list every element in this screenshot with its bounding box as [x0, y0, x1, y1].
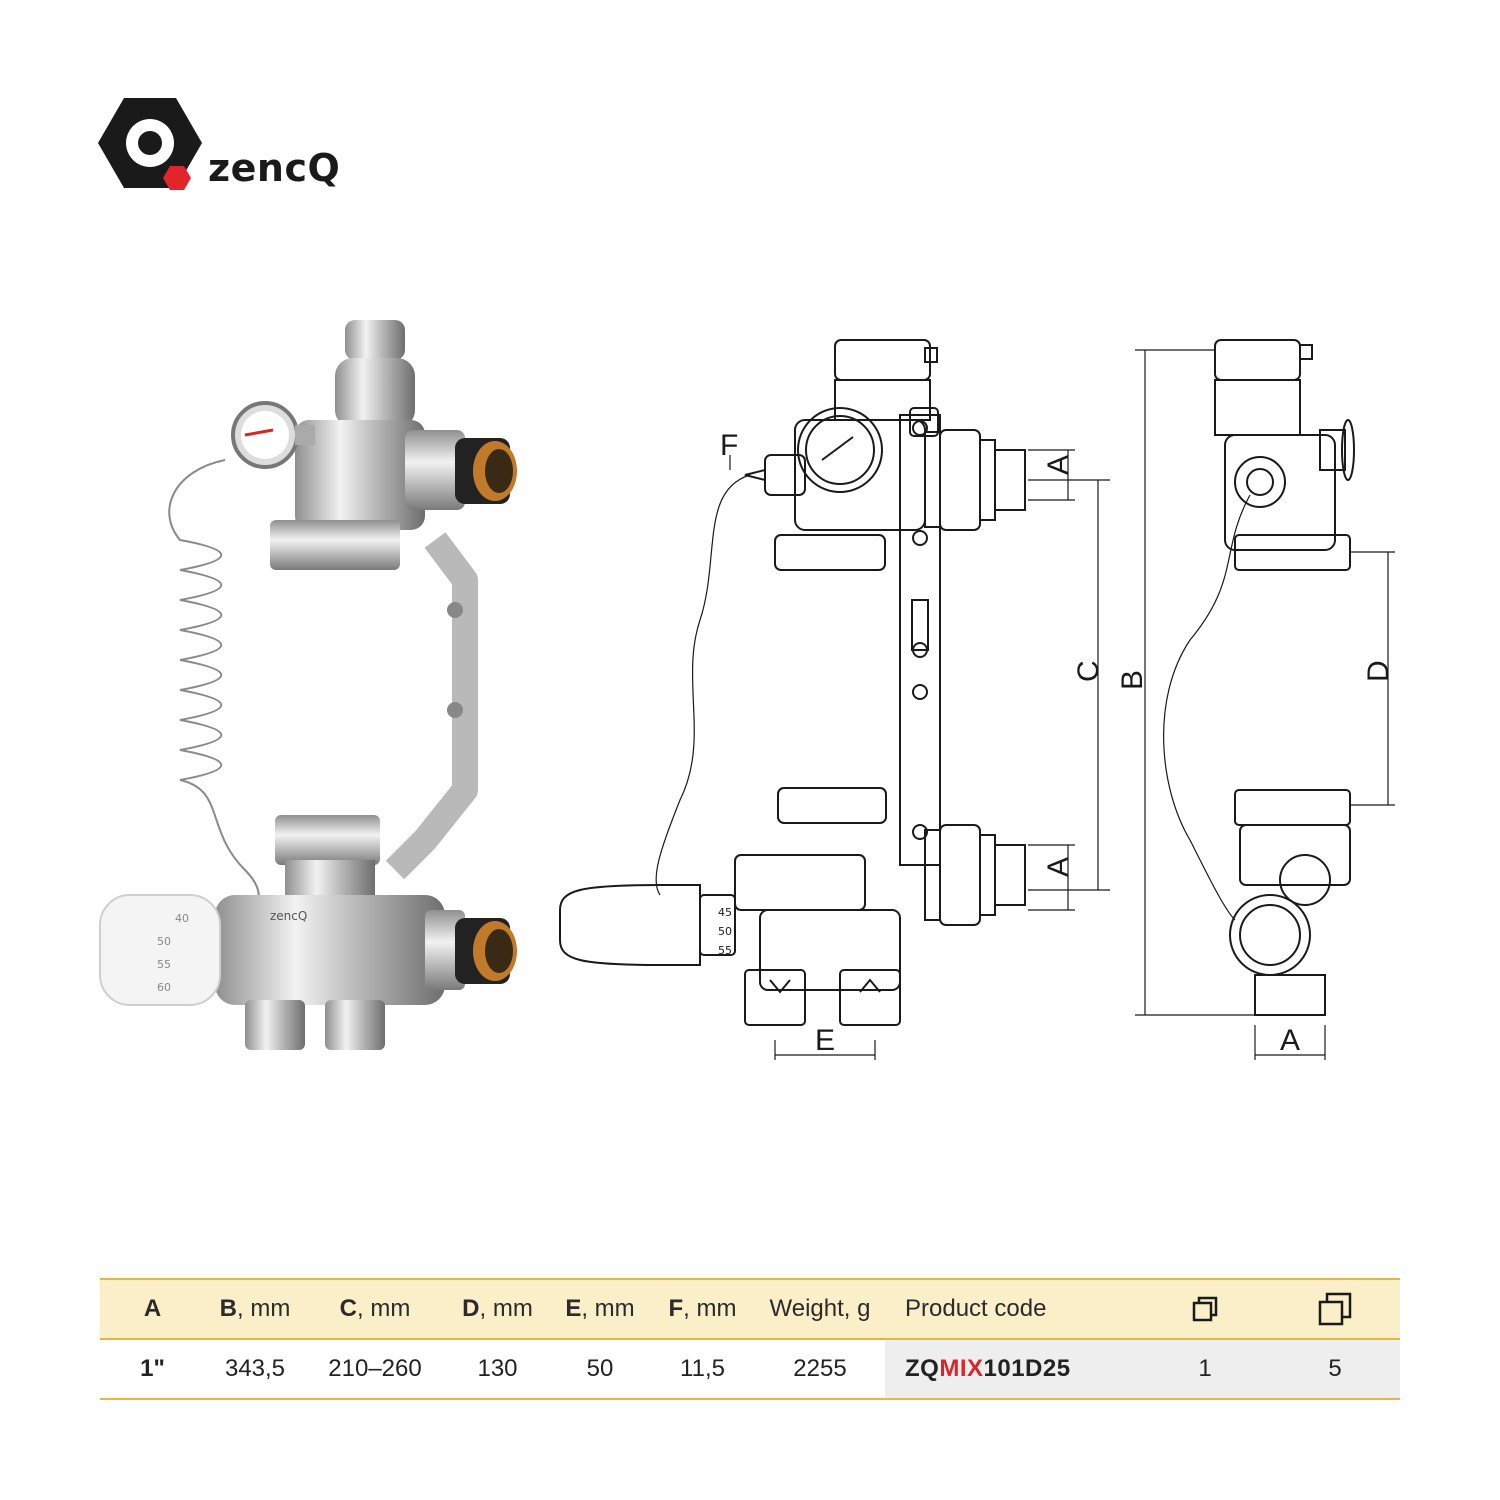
supply-port [325, 1000, 385, 1050]
technical-drawing-side: D A [1135, 339, 1395, 1060]
value-c: 210–260 [305, 1339, 445, 1400]
upper-valve-body [295, 420, 425, 530]
hexagon-q-logo-icon [98, 98, 202, 190]
air-vent-cap [345, 320, 405, 360]
capillary-coil [168, 459, 260, 931]
dim-label-a-bottom: A [1042, 857, 1075, 877]
header-pack-multi [1270, 1278, 1400, 1340]
single-package-icon [1192, 1296, 1218, 1322]
multi-package-icon [1318, 1292, 1352, 1326]
mixing-valve-body [215, 895, 445, 1005]
spec-table: A B, mm C, mm D, mm E, mm F, mm Weight, … [100, 1278, 1400, 1400]
brand-name: zencQ [208, 146, 341, 190]
header-product-code: Product code [885, 1278, 1140, 1340]
header-e: E, mm [550, 1278, 650, 1340]
value-d: 130 [445, 1339, 550, 1400]
scale-label: 40 [175, 912, 189, 925]
scale-label: 55 [157, 958, 171, 971]
spec-data-row: 1" 343,5 210–260 130 50 11,5 2255 ZQMIX1… [100, 1339, 1400, 1400]
scale-label: 50 [718, 925, 732, 938]
header-d: D, mm [445, 1278, 550, 1340]
dim-label-c: C [1072, 660, 1105, 682]
scale-label: 50 [157, 935, 171, 948]
value-pack-multi: 5 [1270, 1339, 1400, 1400]
header-f: F, mm [650, 1278, 755, 1340]
header-a: A [100, 1278, 205, 1340]
value-e: 50 [550, 1339, 650, 1400]
return-port [245, 1000, 305, 1050]
dim-label-e: E [815, 1024, 835, 1057]
header-weight: Weight, g [755, 1278, 885, 1340]
mounting-bracket [385, 532, 478, 880]
thermostatic-head [559, 884, 701, 966]
value-product-code: ZQMIX101D25 [885, 1339, 1140, 1400]
spec-header-row: A B, mm C, mm D, mm E, mm F, mm Weight, … [100, 1278, 1400, 1340]
scale-label: 55 [718, 944, 732, 957]
header-pack-single [1140, 1278, 1270, 1340]
value-a: 1" [100, 1339, 205, 1400]
dim-label-a-side: A [1280, 1024, 1300, 1057]
scale-label: 45 [718, 906, 732, 919]
value-f: 11,5 [650, 1339, 755, 1400]
technical-drawing-front: A A C E F 45 50 55 [559, 339, 1110, 1060]
dim-label-b-wrap: B [1116, 670, 1149, 690]
thermometer-icon [797, 407, 883, 493]
value-weight: 2255 [755, 1339, 885, 1400]
lower-union-nut [275, 815, 380, 865]
scale-label: 60 [157, 981, 171, 994]
product-photo: zencQ 40 50 55 60 [99, 320, 517, 1050]
value-pack-single: 1 [1140, 1339, 1270, 1400]
dim-label-f: F [720, 429, 738, 462]
header-b: B, mm [205, 1278, 305, 1340]
brand-logo [98, 98, 202, 190]
value-b: 343,5 [205, 1339, 305, 1400]
dim-label-b: B [1116, 670, 1149, 690]
header-c: C, mm [305, 1278, 445, 1340]
dim-label-a-top: A [1042, 455, 1075, 475]
thermostatic-head [99, 894, 221, 1006]
body-badge: zencQ [270, 909, 307, 923]
dim-label-d: D [1362, 660, 1395, 682]
upper-union-nut [270, 520, 400, 570]
